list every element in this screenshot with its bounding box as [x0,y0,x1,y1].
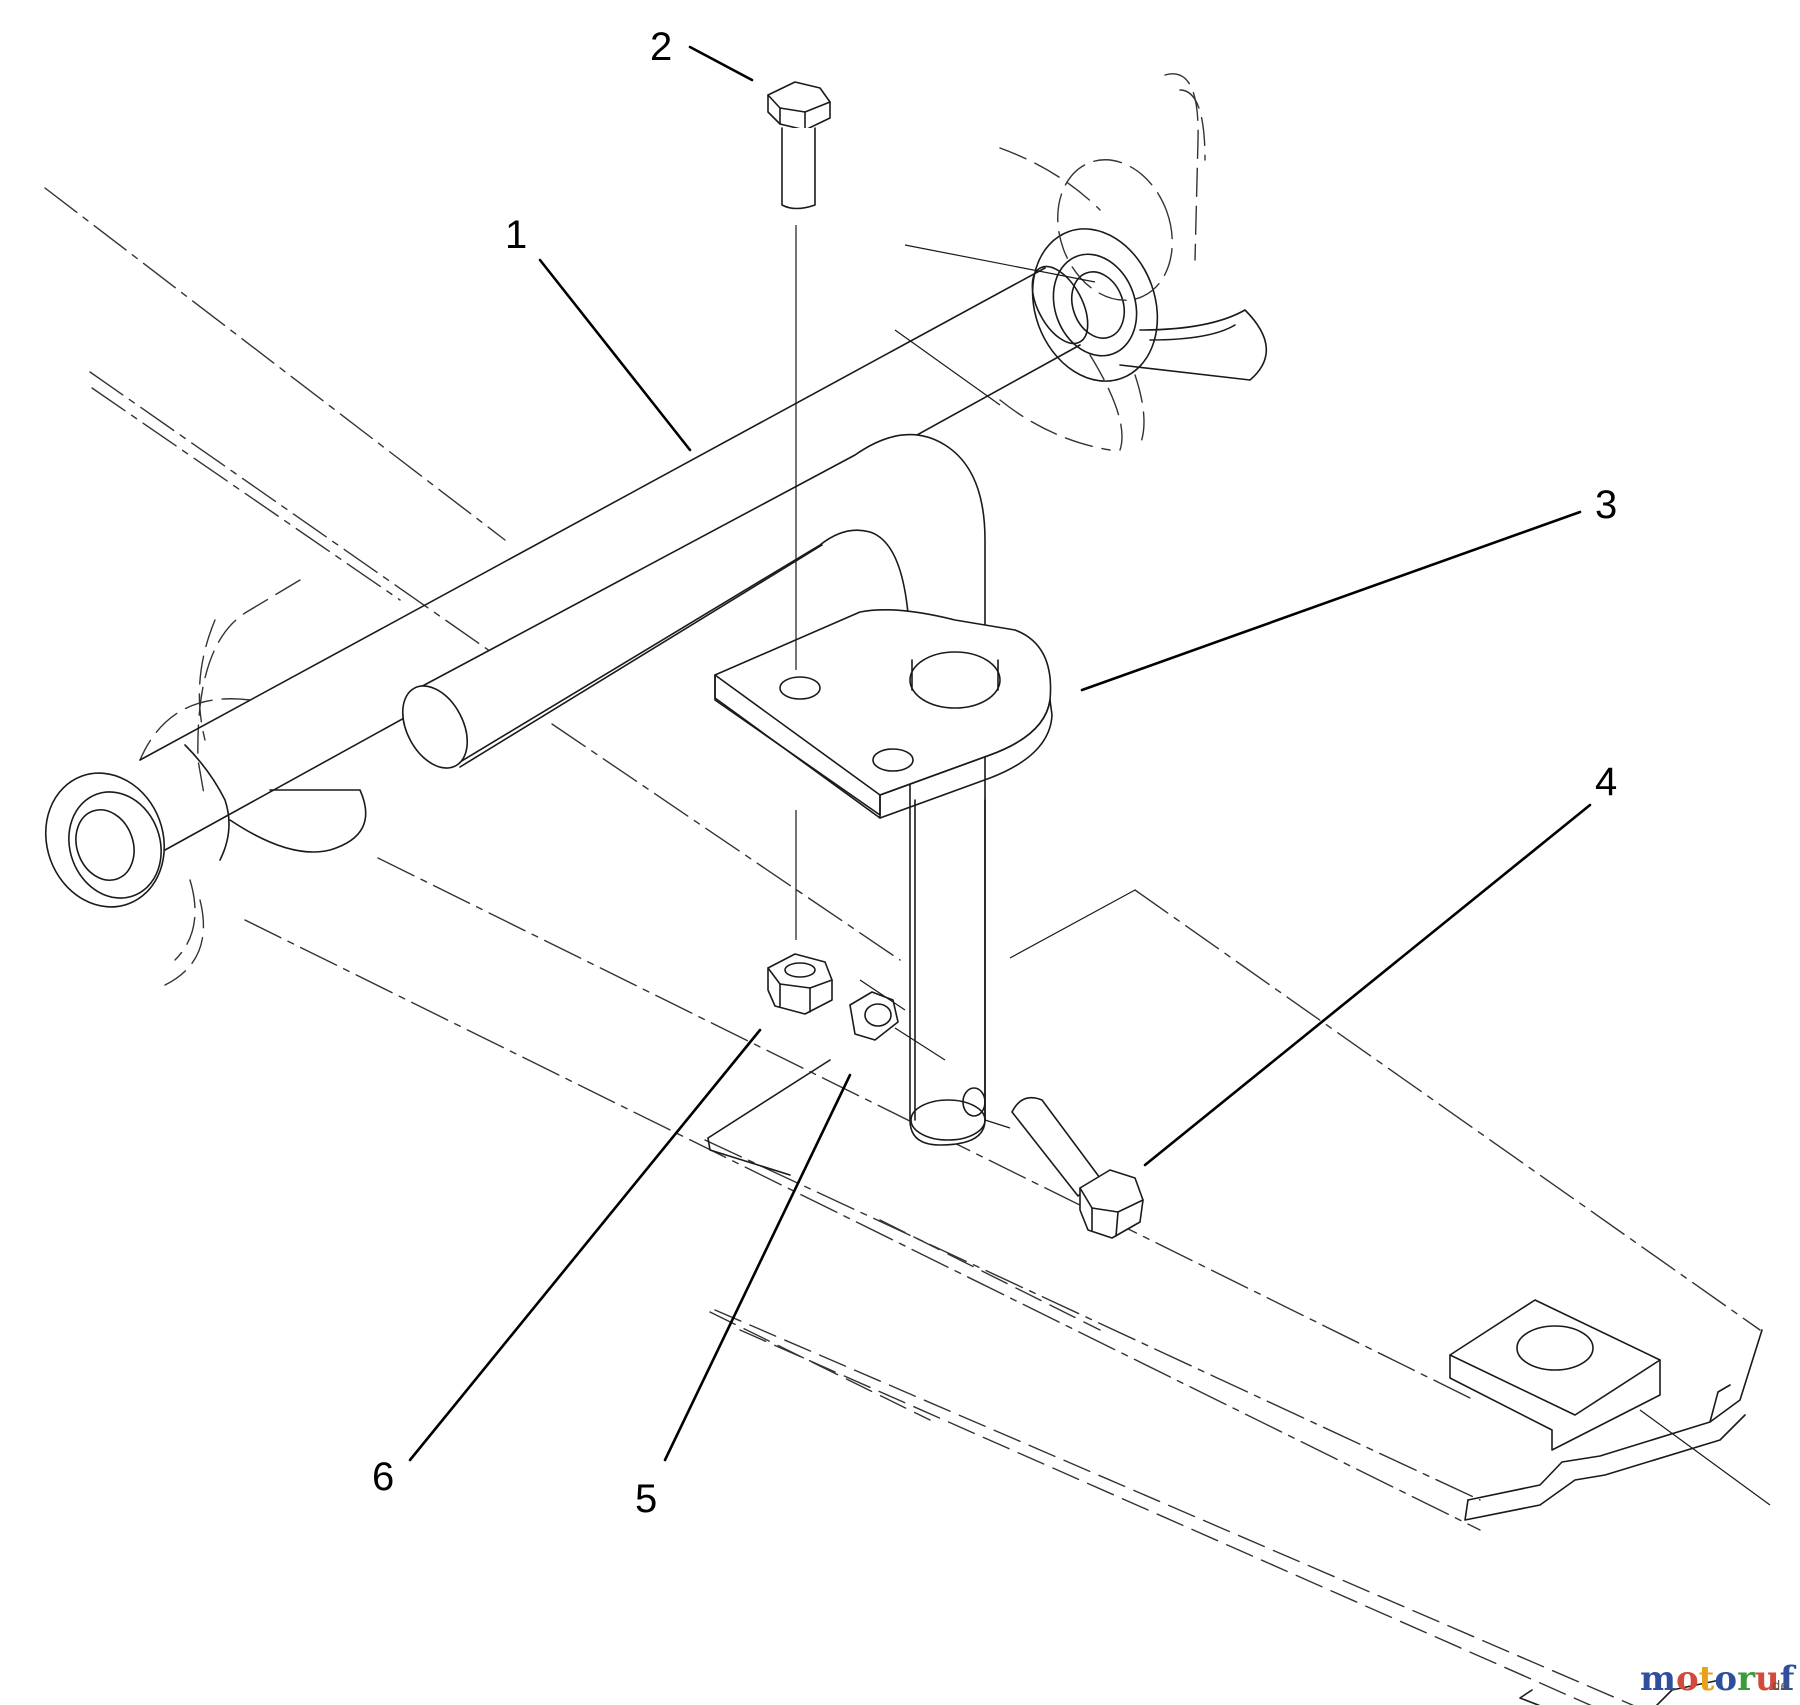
watermark-letter-f: f [1780,1659,1797,1699]
leader-lines [408,45,1592,1462]
callout-labels: 1 2 3 4 5 6 [372,25,1617,1521]
callout-4: 4 [1595,760,1617,804]
leader-6 [408,1028,762,1462]
callout-1: 1 [505,213,527,257]
phantom-pulley-right [894,73,1268,451]
watermark-suffix: .de [1768,1679,1788,1694]
leader-4 [1143,803,1592,1167]
leader-3 [1080,510,1582,692]
svg-text:motoruf: motoruf [1640,1659,1797,1699]
leader-2 [688,45,754,82]
leader-1 [538,258,692,452]
watermark-letter-o: o [1676,1659,1699,1699]
watermark-letter-u: u [1755,1659,1780,1699]
part-2-bolt [767,81,831,940]
watermark-letter-t: t [1699,1659,1715,1699]
part-4-pin [984,1096,1144,1239]
watermark-letter-o2: o [1714,1659,1737,1699]
part-6-nut [767,953,833,1015]
phantom-deck [44,187,1771,1705]
part-3-pivot-arm [401,433,1053,1146]
watermark-logo: motoruf .de [1640,1659,1797,1699]
watermark-letter-r: r [1737,1659,1756,1699]
leader-5 [663,1073,852,1462]
callout-2: 2 [650,25,672,69]
watermark-letter-m: m [1640,1659,1676,1699]
callout-6: 6 [372,1455,394,1499]
part-5-nut [849,979,946,1061]
callout-5: 5 [635,1477,657,1521]
phantom-pulley-left [44,579,367,986]
callout-3: 3 [1595,483,1617,527]
